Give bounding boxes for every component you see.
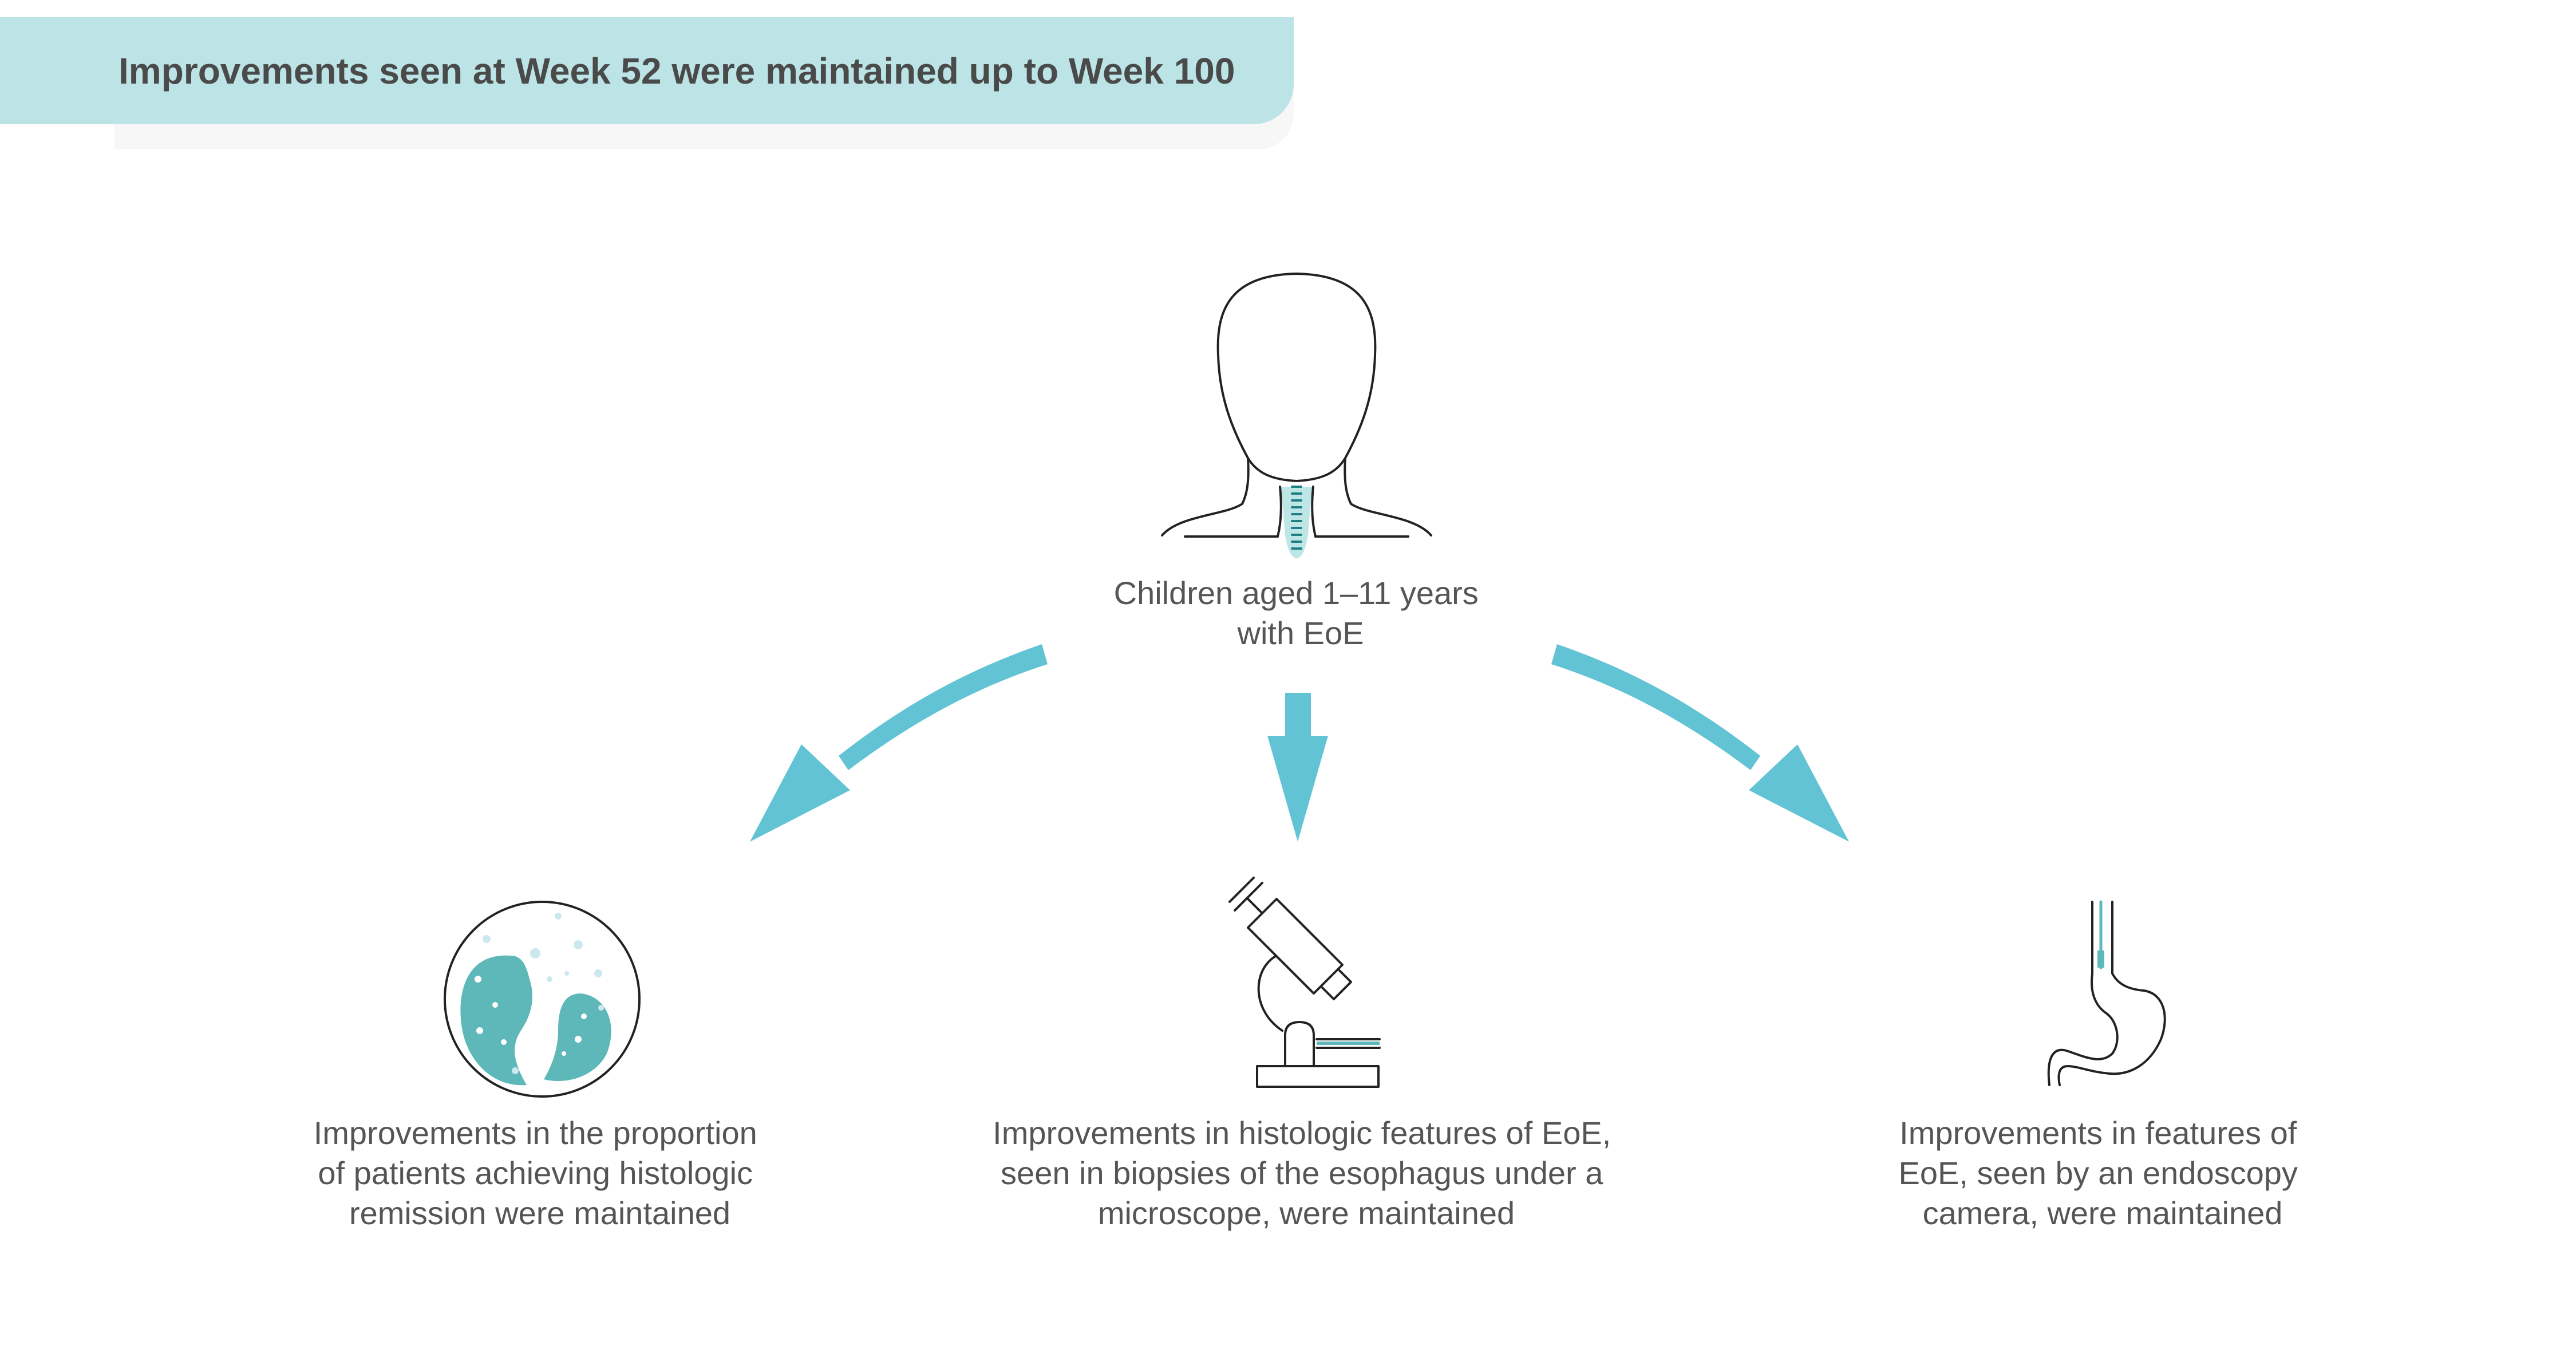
arrows (750, 644, 1849, 842)
outcome-3-line-1: Improvements in features of (1899, 1115, 2297, 1151)
header-banner: Improvements seen at Week 52 were mainta… (0, 17, 1294, 124)
arrow-right (1551, 644, 1849, 842)
stomach-endoscope-icon (2047, 901, 2166, 1086)
outcome-1-line-3: remission were maintained (349, 1195, 730, 1231)
outcome-3-line-3: camera, were maintained (1923, 1195, 2283, 1231)
child-head-icon (1161, 273, 1432, 558)
arrow-middle (1267, 693, 1328, 842)
cell-icon (444, 901, 641, 1098)
center-label-line-2: with EoE (1237, 615, 1364, 651)
outcome-1-line-1: Improvements in the proportion (314, 1115, 757, 1151)
endoscope-camera (2097, 950, 2104, 968)
outcome-label-endoscopy: Improvements in features of EoE, seen by… (1899, 1115, 2307, 1231)
outcome-2-line-3: microscope, were maintained (1098, 1195, 1515, 1231)
outcome-1-line-2: of patients achieving histologic (318, 1155, 753, 1191)
center-label-line-1: Children aged 1–11 years (1114, 575, 1479, 611)
banner-title: Improvements seen at Week 52 were mainta… (118, 50, 1235, 92)
arrow-left (750, 644, 1048, 842)
outcome-3-line-2: EoE, seen by an endoscopy (1899, 1155, 2298, 1191)
outcome-2-line-2: seen in biopsies of the esophagus under … (1001, 1155, 1603, 1191)
outcome-label-histologic-features: Improvements in histologic features of E… (993, 1115, 1620, 1231)
outcome-label-histologic-remission: Improvements in the proportion of patien… (314, 1115, 767, 1231)
center-label: Children aged 1–11 years with EoE (1114, 575, 1488, 651)
microscope-icon (1228, 877, 1381, 1088)
outcome-2-line-1: Improvements in histologic features of E… (993, 1115, 1611, 1151)
